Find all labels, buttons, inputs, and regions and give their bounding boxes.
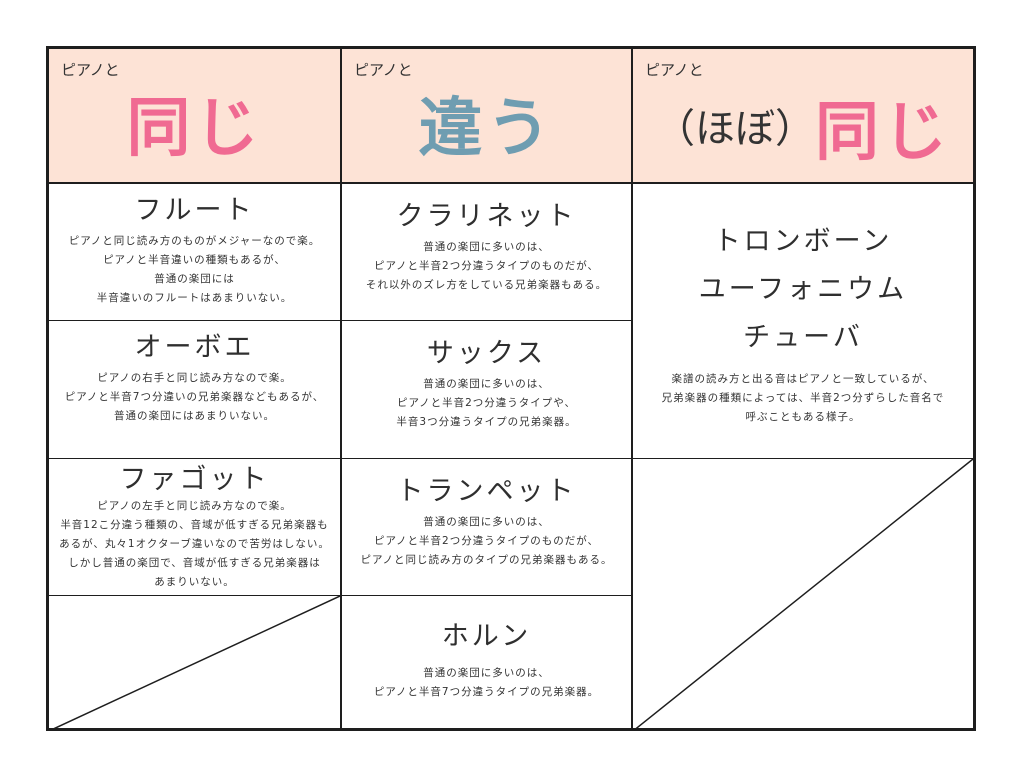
instrument-description: 普通の楽団に多いのは、 ピアノと半音2つ分違うタイプのものだが、 ピアノと同じ読… (360, 516, 613, 566)
header-title: （ほぼ）同じ (655, 96, 951, 170)
instrument-names: トロンボーン ユーフォニウム チューバ (633, 218, 973, 362)
instrument-name: ホルン (441, 621, 532, 652)
instrument-cell: サックス 普通の楽団に多いのは、 ピアノと半音2つ分違うタイプや、 半音3つ分違… (342, 321, 631, 459)
header-prefix: ピアノと (645, 61, 704, 79)
instrument-name: ファゴット (119, 464, 270, 495)
instrument-cell: ホルン 普通の楽団に多いのは、 ピアノと半音7つ分違うタイプの兄弟楽器。 (342, 596, 631, 731)
header-prefix: ピアノと (354, 61, 413, 79)
empty-cell (49, 596, 340, 731)
column-header-almost-same: ピアノと （ほぼ）同じ (633, 49, 973, 184)
instrument-name: オーボエ (134, 332, 255, 363)
instrument-name: トランペット (396, 476, 577, 507)
instrument-description: ピアノの左手と同じ読み方なので楽。 半音12こ分違う種類の、音域が低すぎる兄弟楽… (59, 500, 330, 588)
header-paren: （ほぼ） (655, 106, 815, 152)
column-header-same: ピアノと 同じ (49, 49, 340, 184)
instrument-cell: フルート ピアノと同じ読み方のものがメジャーなので楽。 ピアノと半音違いの種類も… (49, 184, 340, 321)
instrument-cell: オーボエ ピアノの右手と同じ読み方なので楽。 ピアノと半音7つ分違いの兄弟楽器な… (49, 321, 340, 459)
instrument-name: チューバ (743, 322, 863, 353)
header-title: 違う (418, 92, 555, 166)
instrument-cell: クラリネット 普通の楽団に多いのは、 ピアノと半音2つ分違うタイプのものだが、 … (342, 184, 631, 321)
instrument-cell: トランペット 普通の楽団に多いのは、 ピアノと半音2つ分違うタイプのものだが、 … (342, 459, 631, 596)
column-almost-same: ピアノと （ほぼ）同じ トロンボーン ユーフォニウム チューバ 楽譜の読み方と出… (633, 49, 973, 731)
header-title: 同じ (126, 92, 263, 166)
instrument-description: 普通の楽団に多いのは、 ピアノと半音7つ分違うタイプの兄弟楽器。 (373, 667, 600, 698)
instrument-cell: トロンボーン ユーフォニウム チューバ 楽譜の読み方と出る音はピアノと一致してい… (633, 184, 973, 459)
column-same: ピアノと 同じ フルート ピアノと同じ読み方のものがメジャーなので楽。 ピアノと… (49, 49, 342, 731)
diagonal-line (633, 459, 973, 731)
header-prefix: ピアノと (61, 61, 120, 79)
column-header-different: ピアノと 違う (342, 49, 631, 184)
instrument-description: 普通の楽団に多いのは、 ピアノと半音2つ分違うタイプのものだが、 それ以外のズレ… (365, 241, 608, 291)
instrument-description: 楽譜の読み方と出る音はピアノと一致しているが、 兄弟楽器の種類によっては、半音2… (661, 373, 945, 423)
instrument-description: 普通の楽団に多いのは、 ピアノと半音2つ分違うタイプや、 半音3つ分違うタイプの… (396, 378, 577, 428)
instrument-description: ピアノの右手と同じ読み方なので楽。 ピアノと半音7つ分違いの兄弟楽器などもあるが… (64, 372, 325, 422)
instrument-cell: ファゴット ピアノの左手と同じ読み方なので楽。 半音12こ分違う種類の、音域が低… (49, 459, 340, 596)
instrument-description: ピアノと同じ読み方のものがメジャーなので楽。 ピアノと半音違いの種類もあるが、 … (68, 235, 321, 304)
instrument-name: サックス (426, 338, 547, 369)
diagonal-line (49, 596, 340, 731)
instrument-name: クラリネット (396, 201, 577, 232)
instrument-comparison-table: ピアノと 同じ フルート ピアノと同じ読み方のものがメジャーなので楽。 ピアノと… (46, 46, 976, 731)
column-different: ピアノと 違う クラリネット 普通の楽団に多いのは、 ピアノと半音2つ分違うタイ… (342, 49, 633, 728)
empty-cell (633, 459, 973, 731)
instrument-name: フルート (134, 195, 255, 226)
instrument-name: ユーフォニウム (698, 274, 908, 305)
instrument-name: トロンボーン (713, 226, 893, 257)
